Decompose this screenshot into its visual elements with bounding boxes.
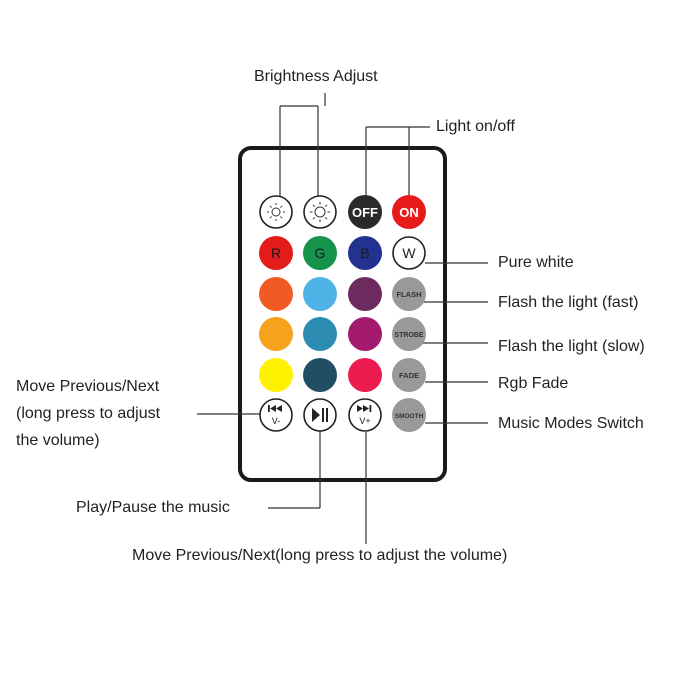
on-button-face [392,195,426,229]
previous-track-icon [268,405,282,412]
on-button-label: ON [399,205,419,220]
color-button-plum[interactable] [348,277,382,311]
smooth-button-label: SMOOTH [395,413,424,420]
color-button-teal[interactable] [303,317,337,351]
rgb-fade-label: Rgb Fade [498,375,569,392]
brightness-up-button[interactable] [303,195,337,229]
color-button-orange-red[interactable] [259,277,293,311]
red-button[interactable]: R [259,236,293,270]
next-button-sublabel: V+ [359,416,370,426]
fade-button-label: FADE [399,371,419,380]
on-button[interactable]: ON [392,195,426,229]
flash-slow-label: Flash the light (slow) [498,338,645,355]
previous-button[interactable]: V- [259,398,293,432]
move-prev-next-bottom-label: Move Previous/Next(long press to adjust … [132,547,508,564]
music-modes-label: Music Modes Switch [498,415,644,432]
color-button-sky-blue[interactable] [303,277,337,311]
previous-button-sublabel: V- [272,416,281,426]
move-prev-next-left-line-1: Move Previous/Next [16,378,160,395]
pure-white-label: Pure white [498,254,574,271]
play-pause-button[interactable] [303,398,337,432]
play-pause-label: Play/Pause the music [76,499,230,516]
move-prev-next-left-line-2: (long press to adjust [16,405,161,422]
red-button-label: R [271,245,281,261]
flash-button-label: FLASH [397,290,422,299]
white-button[interactable]: W [392,236,426,270]
flash-button[interactable]: FLASH [392,277,426,311]
strobe-button-label: STROBE [394,332,424,339]
strobe-button[interactable]: STROBE [392,317,426,351]
sun-large-icon [310,202,330,222]
brightness-down-button[interactable] [259,195,293,229]
sun-small-icon [267,203,285,221]
off-button-label: OFF [352,205,378,220]
color-button-pink-red[interactable] [348,358,382,392]
off-button-face [348,195,382,229]
light-onoff-label: Light on/off [436,118,515,135]
brightness-adjust-label: Brightness Adjust [254,68,378,85]
next-track-icon [357,405,372,412]
play-pause-icon [312,408,328,422]
color-button-yellow[interactable] [259,358,293,392]
flash-fast-label: Flash the light (fast) [498,294,639,311]
green-button-label: G [315,245,326,261]
color-button-orange[interactable] [259,317,293,351]
remote-body [238,146,447,482]
blue-button[interactable]: B [348,236,382,270]
blue-button-label: B [360,245,369,261]
smooth-button[interactable]: SMOOTH [392,398,426,432]
color-button-dark-teal[interactable] [303,358,337,392]
white-button-label: W [402,245,416,261]
green-button[interactable]: G [303,236,337,270]
color-button-magenta[interactable] [348,317,382,351]
move-prev-next-left-line-3: the volume) [16,432,100,449]
fade-button[interactable]: FADE [392,358,426,392]
off-button[interactable]: OFF [348,195,382,229]
next-button[interactable]: V+ [348,398,382,432]
move-prev-next-left-label: Move Previous/Next (long press to adjust… [16,373,160,454]
